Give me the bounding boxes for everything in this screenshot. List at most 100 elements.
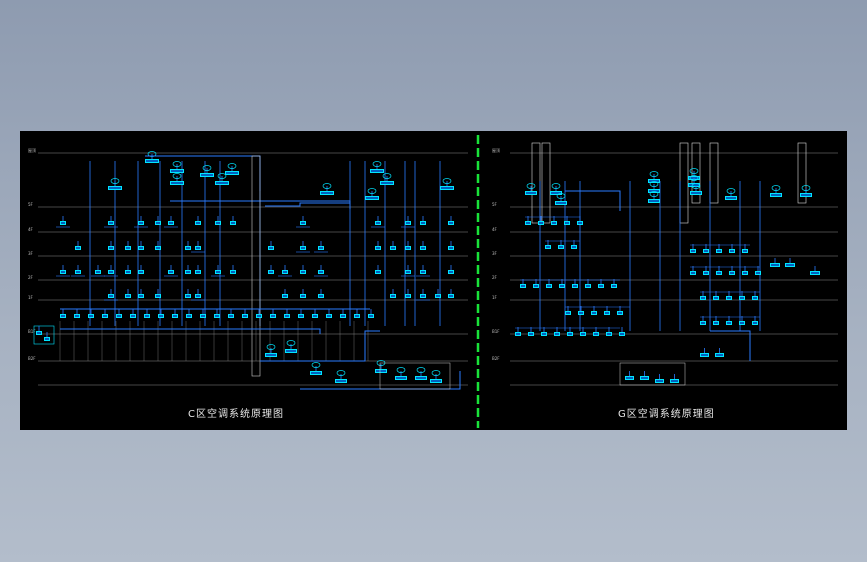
ahu-unit-core xyxy=(565,222,569,224)
ahu-unit-core xyxy=(301,271,305,273)
ahu-unit-core xyxy=(117,315,121,317)
ahu-unit-core xyxy=(355,315,359,317)
exhaust-shaft xyxy=(797,142,807,204)
ahu-unit-core xyxy=(186,247,190,249)
ahu-unit-core xyxy=(201,315,205,317)
chiller-loop xyxy=(300,371,461,390)
ahu-unit-core xyxy=(592,312,596,314)
ahu-unit-core xyxy=(146,160,158,162)
ahu-unit-core xyxy=(566,312,570,314)
ahu-unit-core xyxy=(391,295,395,297)
ahu-unit-core xyxy=(599,285,603,287)
pump-group xyxy=(33,325,55,345)
ahu-unit-core xyxy=(109,222,113,224)
fan-symbol xyxy=(649,191,659,197)
ahu-unit-core xyxy=(139,247,143,249)
fan-symbol xyxy=(217,173,227,179)
fan-symbol xyxy=(110,178,120,184)
ahu-unit-core xyxy=(196,295,200,297)
ahu-unit-core xyxy=(431,380,441,382)
ahu-unit-core xyxy=(139,222,143,224)
fan-symbol xyxy=(336,370,346,376)
c-zone-title: C区空调系统原理图 xyxy=(188,409,284,420)
ahu-unit-core xyxy=(551,192,561,194)
floor-label-left: 4F xyxy=(28,227,34,232)
ahu-unit-core xyxy=(526,222,530,224)
ahu-unit-core xyxy=(568,333,572,335)
fan-symbol xyxy=(367,188,377,194)
ahu-unit-core xyxy=(552,222,556,224)
ahu-unit-core xyxy=(560,285,564,287)
fan-symbol xyxy=(286,340,296,346)
ahu-unit-core xyxy=(381,182,393,184)
ahu-unit-core xyxy=(521,285,525,287)
ahu-unit-core xyxy=(691,250,695,252)
ahu-unit-core xyxy=(740,322,744,324)
ahu-unit-core xyxy=(406,222,410,224)
ahu-unit-core xyxy=(406,271,410,273)
fan-symbol xyxy=(311,362,321,368)
floor-label-right: B1F xyxy=(492,329,500,334)
ahu-unit-core xyxy=(691,192,701,194)
ahu-unit-core xyxy=(376,222,380,224)
ahu-unit-core xyxy=(701,322,705,324)
ahu-unit-core xyxy=(786,264,794,266)
ahu-unit-core xyxy=(169,271,173,273)
floor-label-right: 1F xyxy=(492,295,498,300)
ahu-unit-core xyxy=(539,222,543,224)
ahu-unit-core xyxy=(201,174,213,176)
ahu-unit-core xyxy=(327,315,331,317)
ahu-unit-core xyxy=(546,246,550,248)
fan-symbol xyxy=(801,185,811,191)
fan-symbol xyxy=(526,183,536,189)
floor-label-right: 4F xyxy=(492,227,498,232)
floor-label-left: B1F xyxy=(28,329,36,334)
floor-label-right: 2F xyxy=(492,275,498,280)
ahu-unit-core xyxy=(701,297,705,299)
ahu-unit-core xyxy=(704,272,708,274)
ahu-unit-core xyxy=(526,192,536,194)
ahu-unit-core xyxy=(109,295,113,297)
ahu-unit-core xyxy=(556,202,566,204)
ahu-unit-core xyxy=(299,315,303,317)
ahu-unit-core xyxy=(649,200,659,202)
ahu-unit-core xyxy=(283,271,287,273)
ahu-unit-core xyxy=(529,333,533,335)
floor-label-left: 1F xyxy=(28,295,34,300)
ahu-unit-core xyxy=(714,297,718,299)
ahu-unit-core xyxy=(126,295,130,297)
ahu-unit-core xyxy=(139,271,143,273)
ahu-unit-core xyxy=(271,315,275,317)
g-zone-title: G区空调系统原理图 xyxy=(618,409,715,420)
ahu-unit-core xyxy=(572,246,576,248)
ahu-unit-core xyxy=(555,333,559,335)
floor-label-left: 屋顶 xyxy=(28,147,36,153)
ahu-unit-core xyxy=(436,295,440,297)
ahu-unit-core xyxy=(581,333,585,335)
floor-label-left: 3F xyxy=(28,251,34,256)
ahu-unit-core xyxy=(319,271,323,273)
ahu-unit-core xyxy=(586,285,590,287)
ahu-unit-core xyxy=(371,170,383,172)
ahu-unit-core xyxy=(641,377,648,379)
ahu-unit-core xyxy=(37,332,41,334)
ahu-unit-core xyxy=(771,264,779,266)
ahu-unit-core xyxy=(171,182,183,184)
fan-symbol xyxy=(556,193,566,199)
ahu-unit-core xyxy=(156,247,160,249)
floor-label-left: B2F xyxy=(28,356,36,361)
ahu-unit-core xyxy=(283,295,287,297)
ahu-unit-core xyxy=(753,322,757,324)
ahu-unit-core xyxy=(336,380,346,382)
ahu-unit-core xyxy=(61,222,65,224)
ahu-unit-core xyxy=(215,315,219,317)
ahu-unit-core xyxy=(743,250,747,252)
fan-symbol xyxy=(726,188,736,194)
header-pipe-right xyxy=(710,330,751,361)
ahu-unit-core xyxy=(727,297,731,299)
ahu-unit-core xyxy=(421,222,425,224)
ahu-unit-core xyxy=(701,354,708,356)
ahu-unit-core xyxy=(139,295,143,297)
floor-label-right: B2F xyxy=(492,356,500,361)
